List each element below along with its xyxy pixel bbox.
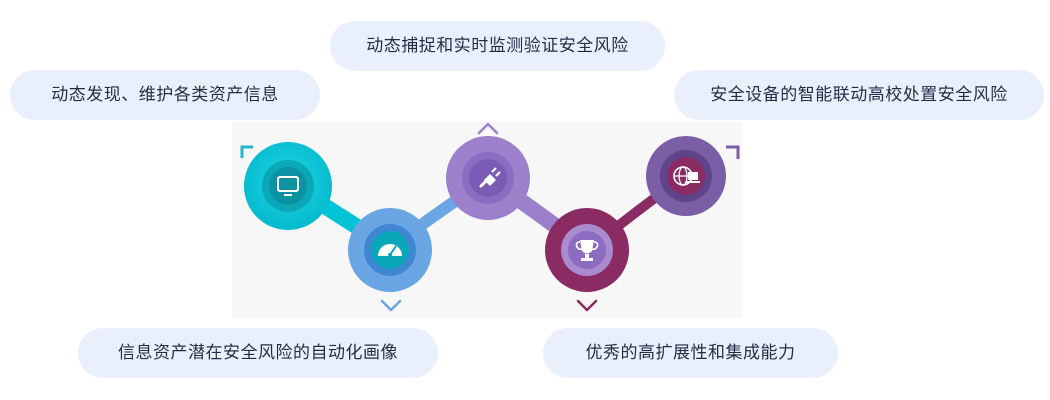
feature-label: 优秀的高扩展性和集成能力 (543, 328, 838, 378)
node-monitor (244, 142, 332, 230)
node-globe-computer (646, 136, 726, 216)
corner-bracket-left-icon (240, 145, 253, 158)
node-plug (446, 136, 530, 220)
gauge-icon (378, 244, 402, 257)
feature-label: 信息资产潜在安全风险的自动化画像 (78, 328, 438, 378)
monitor-icon (277, 176, 299, 196)
plug-icon (479, 167, 501, 188)
feature-label: 安全设备的智能联动高校处置安全风险 (674, 70, 1044, 120)
chevron-down-icon (380, 299, 402, 312)
feature-label: 动态发现、维护各类资产信息 (10, 70, 320, 120)
corner-bracket-right-icon (726, 145, 740, 159)
node-trophy (545, 208, 629, 292)
feature-label: 动态捕捉和实时监测验证安全风险 (330, 21, 665, 71)
globe-computer-icon (673, 166, 700, 186)
chevron-down-icon (576, 299, 598, 312)
trophy-icon (575, 240, 599, 261)
chevron-up-icon (477, 122, 499, 135)
node-gauge (348, 208, 432, 292)
